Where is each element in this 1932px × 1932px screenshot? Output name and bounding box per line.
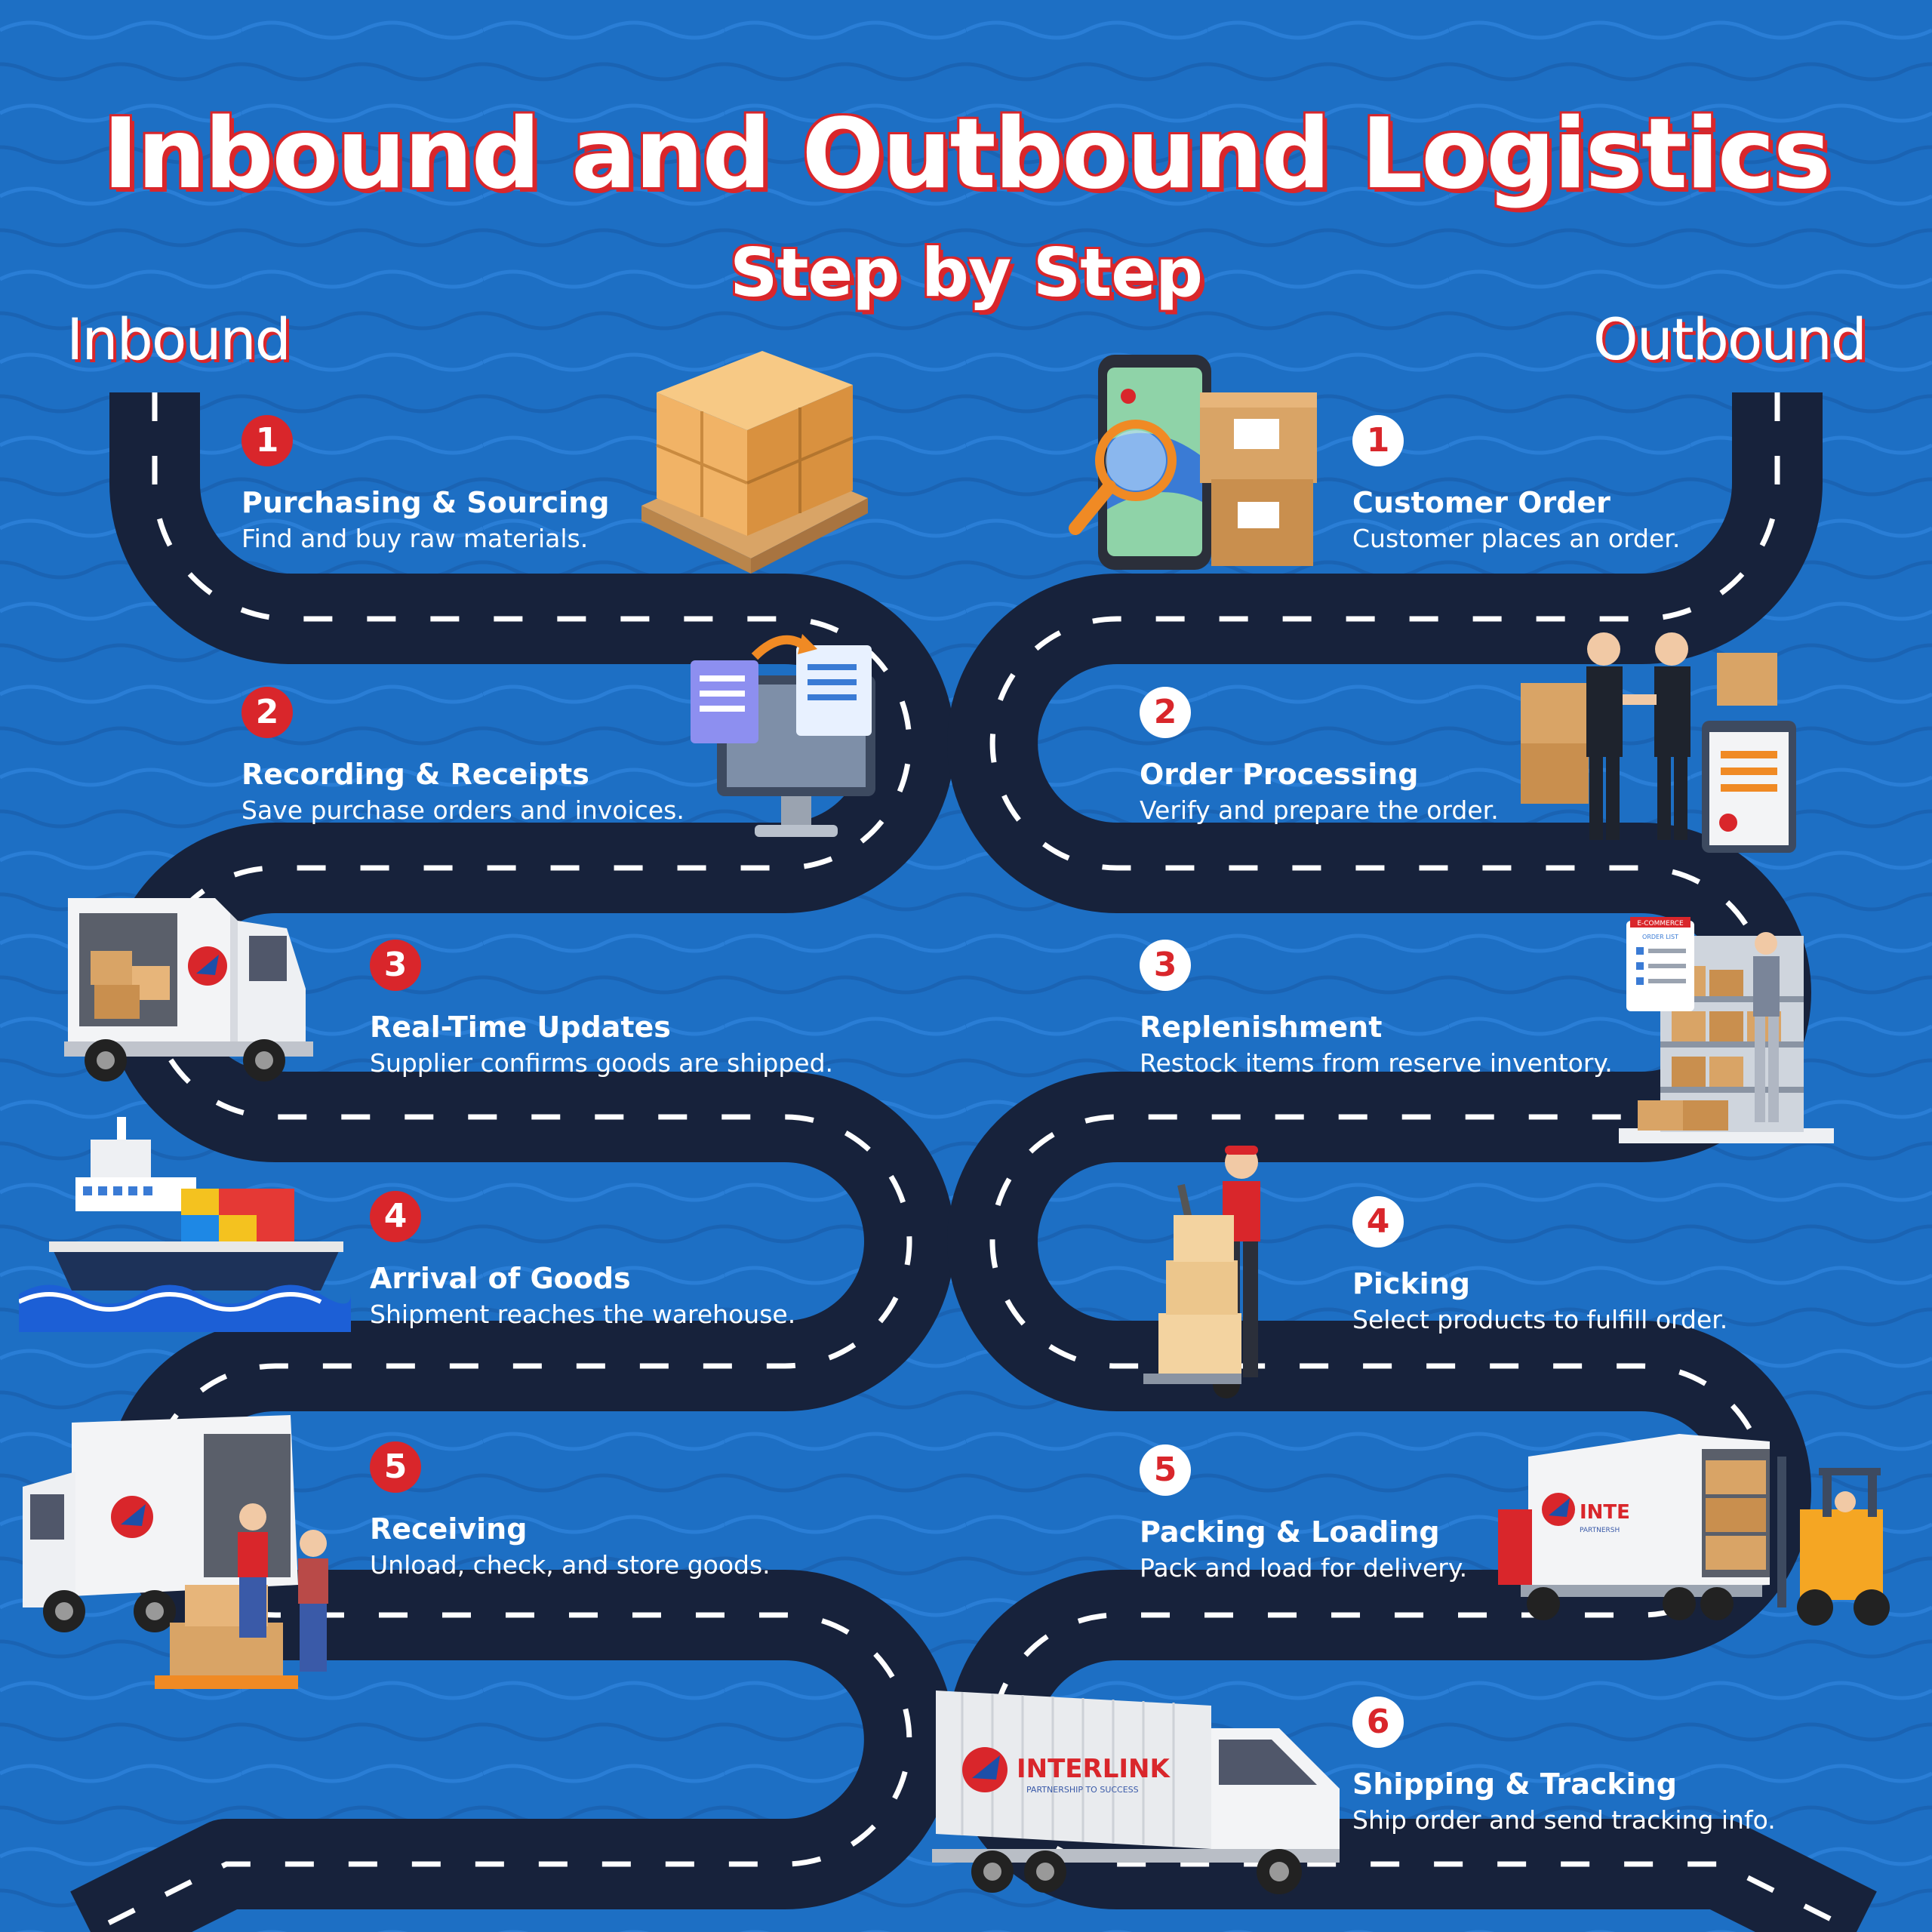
step-number-badge: 1 — [242, 415, 293, 466]
pallet-boxes-icon — [641, 351, 868, 574]
ecommerce-sign: E-COMMERCE — [1637, 920, 1684, 928]
step-description: Find and buy raw materials. — [242, 524, 589, 553]
step-title: Replenishment — [1140, 1011, 1383, 1044]
step-title: Purchasing & Sourcing — [242, 486, 610, 519]
step-title: Picking — [1352, 1267, 1470, 1300]
outbound-road — [947, 392, 1877, 1932]
step-number-badge: 3 — [370, 940, 421, 991]
step-description: Unload, check, and store goods. — [370, 1550, 771, 1580]
interlink-logo-icon — [188, 946, 227, 986]
step-number-badge: 3 — [1140, 940, 1191, 991]
forklift-trailer-icon: INTE PARTNERSH — [1498, 1434, 1890, 1626]
step-description: Restock items from reserve inventory. — [1140, 1048, 1613, 1078]
step-number-badge: 4 — [370, 1191, 421, 1242]
inbound-step-2: 2 Recording & Receipts Save purchase ord… — [242, 687, 815, 825]
inbound-road — [70, 392, 955, 1932]
step-title: Order Processing — [1140, 758, 1419, 791]
order-list-label: ORDER LIST — [1642, 934, 1678, 940]
delivery-van-icon — [64, 898, 313, 1081]
hand-truck-worker-icon — [1143, 1146, 1260, 1398]
step-number-badge: 2 — [242, 687, 293, 738]
step-number-badge: 1 — [1352, 415, 1404, 466]
warehouse-shelf-icon: E-COMMERCE ORDER LIST — [1619, 917, 1834, 1143]
outbound-step-1: 1 Customer Order Customer places an orde… — [1352, 415, 1926, 553]
inbound-step-5: 5 Receiving Unload, check, and store goo… — [370, 1441, 943, 1580]
interlink-logo-icon — [1542, 1493, 1575, 1526]
step-title: Shipping & Tracking — [1352, 1767, 1677, 1801]
outbound-step-6: 6 Shipping & Tracking Ship order and sen… — [1352, 1697, 1926, 1835]
step-description: Ship order and send tracking info. — [1352, 1805, 1776, 1835]
outbound-step-2: 2 Order Processing Verify and prepare th… — [1140, 687, 1713, 825]
step-title: Arrival of Goods — [370, 1262, 631, 1295]
page-title: Inbound and Outbound Logistics — [103, 98, 1831, 211]
outbound-label: Outbound — [1592, 306, 1867, 373]
outbound-step-4: 4 Picking Select products to fulfill ord… — [1352, 1196, 1926, 1334]
step-number-badge: 5 — [1140, 1444, 1191, 1496]
brand-partial-tagline: PARTNERSH — [1580, 1527, 1620, 1534]
inbound-step-4: 4 Arrival of Goods Shipment reaches the … — [370, 1191, 943, 1329]
brand-name-label: INTERLINK — [1017, 1754, 1171, 1784]
box-truck-icon: INTERLINK PARTNERSHIP TO SUCCESS — [932, 1690, 1340, 1894]
step-description: Supplier confirms goods are shipped. — [370, 1048, 834, 1078]
outbound-step-5: 5 Packing & Loading Pack and load for de… — [1140, 1444, 1713, 1583]
step-title: Receiving — [370, 1512, 528, 1546]
interlink-logo-icon — [962, 1747, 1008, 1792]
step-description: Pack and load for delivery. — [1140, 1553, 1468, 1583]
step-number-badge: 5 — [370, 1441, 421, 1493]
cargo-ship-icon — [19, 1117, 351, 1332]
step-description: Shipment reaches the warehouse. — [370, 1300, 796, 1329]
step-number-badge: 4 — [1352, 1196, 1404, 1247]
step-description: Customer places an order. — [1352, 524, 1681, 553]
unloading-truck-icon — [23, 1415, 328, 1689]
step-title: Customer Order — [1352, 486, 1611, 519]
step-title: Real-Time Updates — [370, 1011, 671, 1044]
inbound-step-1: 1 Purchasing & Sourcing Find and buy raw… — [242, 415, 815, 553]
step-description: Verify and prepare the order. — [1140, 795, 1499, 825]
interlink-logo-icon — [111, 1496, 153, 1538]
handshake-clipboard-icon — [1521, 632, 1796, 853]
computer-documents-icon — [691, 634, 875, 837]
inbound-step-3: 3 Real-Time Updates Supplier confirms go… — [370, 940, 943, 1078]
outbound-step-3: 3 Replenishment Restock items from reser… — [1140, 940, 1713, 1078]
brand-tagline-label: PARTNERSHIP TO SUCCESS — [1026, 1785, 1139, 1795]
page-subtitle: Step by Step — [730, 234, 1203, 312]
step-description: Save purchase orders and invoices. — [242, 795, 685, 825]
step-number-badge: 2 — [1140, 687, 1191, 738]
step-title: Packing & Loading — [1140, 1515, 1440, 1549]
step-title: Recording & Receipts — [242, 758, 589, 791]
inbound-label: Inbound — [66, 306, 291, 373]
brand-partial-label: INTE — [1580, 1501, 1630, 1524]
phone-map-boxes-icon — [1069, 355, 1317, 570]
step-description: Select products to fulfill order. — [1352, 1305, 1728, 1334]
step-number-badge: 6 — [1352, 1697, 1404, 1748]
